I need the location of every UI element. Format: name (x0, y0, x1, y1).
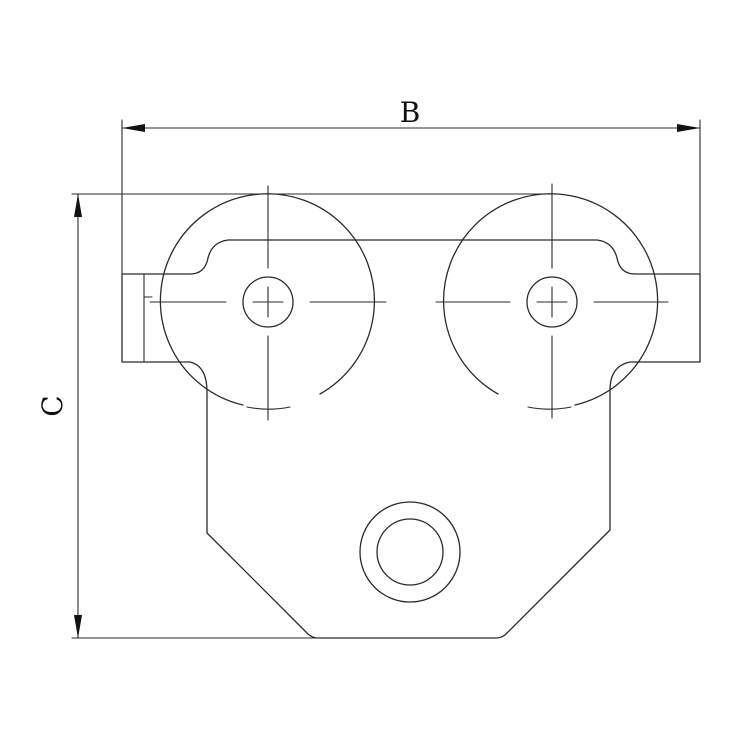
dimension-c-bottom-arrow-icon (74, 615, 82, 638)
right-wheel (435, 183, 669, 419)
hook-hole-inner (376, 518, 444, 586)
right-centerline-icon (435, 183, 669, 419)
right-wheel-rim (442, 193, 659, 406)
left-wheel (149, 185, 387, 421)
left-wheel-rim (159, 193, 376, 406)
dimension-c: C (36, 193, 553, 639)
dimension-c-label: C (36, 395, 69, 416)
dimension-b-right-arrow-icon (677, 124, 700, 132)
right-axle-hole (526, 276, 578, 328)
body-outline (121, 239, 701, 639)
hook-hole-outer (359, 501, 461, 603)
left-centerline-icon (149, 185, 387, 421)
dimension-c-top-arrow-icon (74, 194, 82, 217)
dimension-b-label: B (400, 96, 421, 129)
hook-hole (359, 501, 461, 603)
trolley-body (121, 239, 701, 639)
right-wheel-rim-bottom (527, 406, 572, 410)
dimension-b-left-arrow-icon (122, 124, 145, 132)
left-axle-hole (242, 276, 294, 328)
dimension-b: B (121, 96, 701, 275)
